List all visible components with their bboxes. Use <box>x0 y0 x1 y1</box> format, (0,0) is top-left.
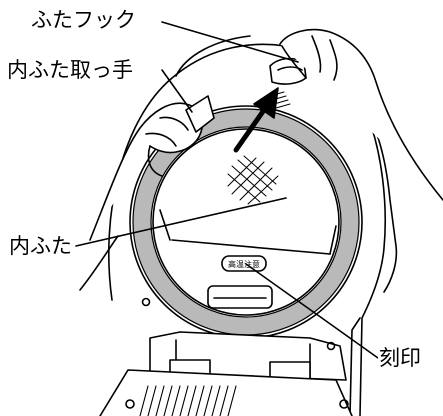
hook-ribs <box>269 91 291 109</box>
engraving-badge <box>221 255 267 272</box>
lid-hinge-side <box>349 317 361 416</box>
steam-vent-hatch <box>227 155 279 205</box>
leader-inner-lid <box>75 197 287 247</box>
base-vents <box>139 385 237 416</box>
lift-arrow-shaft <box>233 107 267 153</box>
leader-inner-lid-handle <box>161 69 193 113</box>
inner-lid-handle-tab <box>207 285 273 309</box>
label-inner-lid: 内ふた <box>8 234 73 258</box>
inner-lid-plate <box>152 128 340 316</box>
label-inner-lid-handle: 内ふた取っ手 <box>6 58 134 82</box>
gasket-ring <box>133 109 359 335</box>
engraving-badge-text: 高温注意 <box>228 259 260 269</box>
inner-lid-handle <box>185 95 215 133</box>
leader-engraving <box>245 263 379 359</box>
label-lid-hook: ふたフック <box>30 8 137 32</box>
label-engraving: 刻印 <box>378 346 422 370</box>
leader-lid-hook <box>161 21 299 63</box>
